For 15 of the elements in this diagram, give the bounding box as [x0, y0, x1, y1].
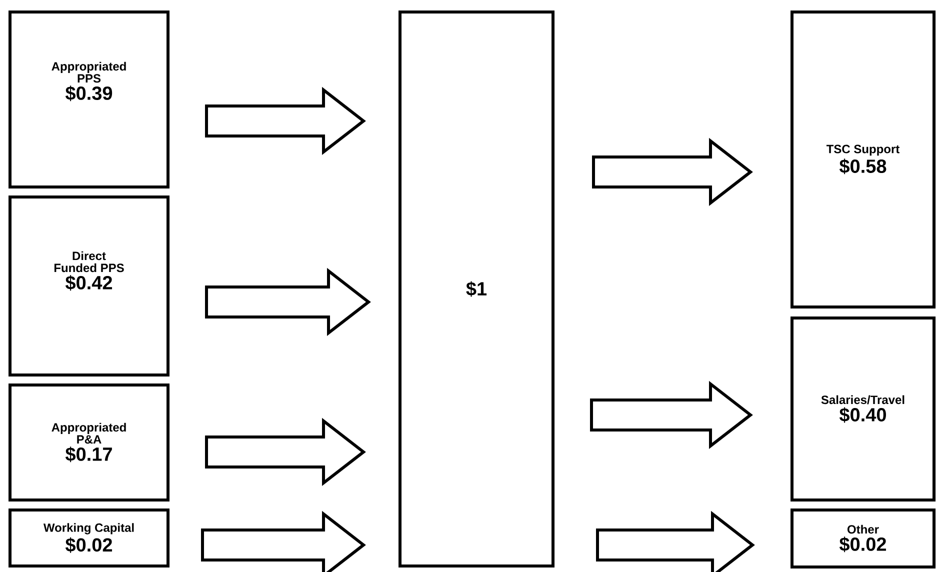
flow-box: TSC Support $0.58	[790, 10, 936, 308]
flow-box: Direct Funded PPS $0.42	[8, 196, 170, 376]
flow-box: Appropriated PPS $0.39	[8, 10, 170, 188]
block-arrow	[201, 510, 366, 572]
flow-box: Appropriated P&A $0.17	[8, 384, 170, 502]
flow-box: Salaries/Travel $0.40	[790, 316, 936, 502]
block-arrow	[205, 418, 366, 486]
block-arrow	[205, 268, 371, 336]
block-arrow	[592, 138, 753, 206]
flow-box: Other $0.02	[790, 508, 936, 568]
block-arrow	[205, 86, 366, 156]
block-arrow	[590, 380, 753, 450]
block-arrow	[596, 510, 755, 572]
flow-box: $1	[398, 10, 554, 568]
flow-box: Working Capital $0.02	[8, 508, 170, 568]
